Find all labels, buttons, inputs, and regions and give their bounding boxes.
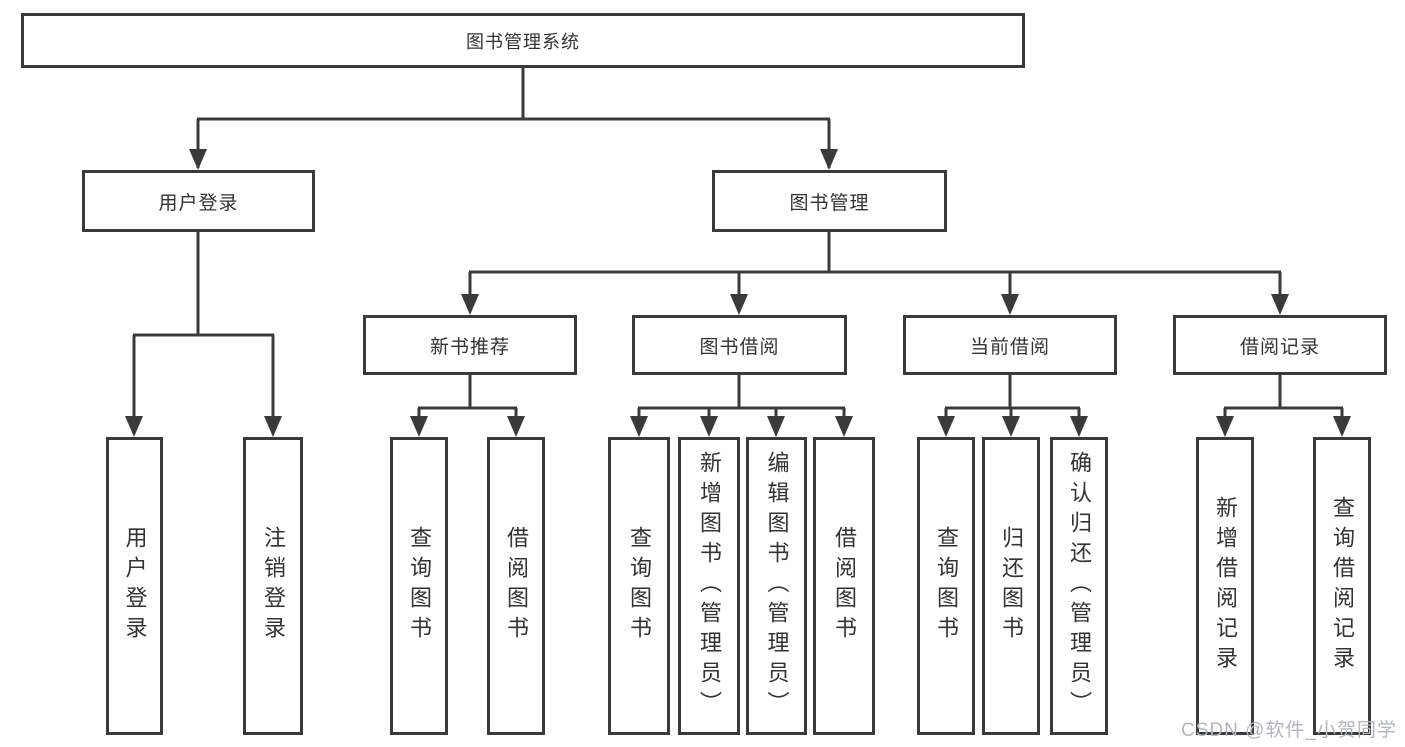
node-book-management: 图书管理	[712, 170, 947, 232]
node-label: 查询借阅记录	[1330, 496, 1355, 676]
arrowhead	[1001, 294, 1019, 315]
arrowhead	[835, 416, 853, 437]
node-label: 新增图书（管理员）	[697, 451, 722, 721]
node-leaf-edit-book-admin: 编辑图书（管理员）	[746, 437, 807, 735]
node-label: 借阅记录	[1239, 336, 1320, 358]
node-leaf-add-book-admin: 新增图书（管理员）	[678, 437, 740, 735]
node-user-login: 用户登录	[82, 170, 315, 232]
arrowheads	[125, 149, 1351, 437]
node-leaf-confirm-return-admin: 确认归还（管理员）	[1050, 437, 1108, 735]
node-leaf-query-borrow-record: 查询借阅记录	[1313, 437, 1371, 735]
connector-new-book-children	[417, 375, 518, 434]
node-leaf-borrow-books-2: 借阅图书	[813, 437, 875, 735]
node-leaf-logout: 注销登录	[243, 437, 303, 735]
node-label: 用户登录	[158, 192, 239, 214]
arrowhead	[700, 416, 718, 437]
node-label: 查询图书	[627, 526, 652, 646]
arrowhead	[1333, 416, 1351, 437]
node-label: 注销登录	[261, 526, 286, 646]
node-label: 当前借阅	[969, 336, 1050, 358]
node-label: 用户登录	[122, 526, 148, 646]
arrowhead	[1271, 294, 1289, 315]
node-borrow-records: 借阅记录	[1173, 315, 1387, 375]
node-label: 借阅图书	[504, 526, 529, 646]
node-label: 归还图书	[999, 526, 1024, 646]
node-book-borrow: 图书借阅	[632, 315, 847, 375]
connector-borrow-record-children	[1223, 375, 1344, 434]
node-leaf-return-book: 归还图书	[982, 437, 1040, 735]
node-label: 图书管理	[789, 192, 870, 214]
arrowhead	[1002, 416, 1020, 437]
node-current-borrow: 当前借阅	[903, 315, 1117, 375]
node-label: 新增借阅记录	[1213, 496, 1238, 676]
node-label: 图书管理系统	[466, 31, 580, 52]
node-label: 确认归还（管理员）	[1067, 451, 1092, 721]
arrowhead	[820, 149, 838, 170]
connector-root-to-level2	[196, 68, 831, 168]
node-label: 查询图书	[934, 526, 959, 646]
connector-book-mgmt-children	[468, 232, 1282, 312]
arrowhead	[1070, 416, 1088, 437]
node-label: 查询图书	[407, 526, 432, 646]
csdn-watermark: CSDN @软件_小贺同学	[1181, 720, 1397, 741]
arrowhead	[630, 416, 648, 437]
arrowhead	[507, 416, 525, 437]
arrowhead	[461, 294, 479, 315]
node-label: 新书推荐	[429, 336, 510, 358]
node-leaf-query-books-3: 查询图书	[917, 437, 975, 735]
node-root-system: 图书管理系统	[21, 13, 1025, 68]
node-label: 编辑图书（管理员）	[764, 451, 790, 721]
arrowhead	[125, 416, 143, 437]
node-leaf-add-borrow-record: 新增借阅记录	[1196, 437, 1254, 735]
arrowhead	[937, 416, 955, 437]
arrowhead	[730, 294, 748, 315]
arrowhead	[767, 416, 785, 437]
arrowhead	[189, 149, 207, 170]
node-leaf-user-login: 用户登录	[106, 437, 163, 735]
node-leaf-borrow-books-1: 借阅图书	[487, 437, 545, 735]
node-leaf-query-books-2: 查询图书	[608, 437, 670, 735]
arrowhead	[410, 416, 428, 437]
node-label: 图书借阅	[699, 336, 780, 358]
connector-book-borrow-children	[637, 375, 846, 434]
node-leaf-query-books-1: 查询图书	[390, 437, 448, 735]
node-label: 借阅图书	[832, 526, 857, 646]
connector-user-login-children	[132, 232, 275, 434]
arrowhead	[1216, 416, 1234, 437]
arrowhead	[264, 416, 282, 437]
node-new-book-recommend: 新书推荐	[363, 315, 577, 375]
